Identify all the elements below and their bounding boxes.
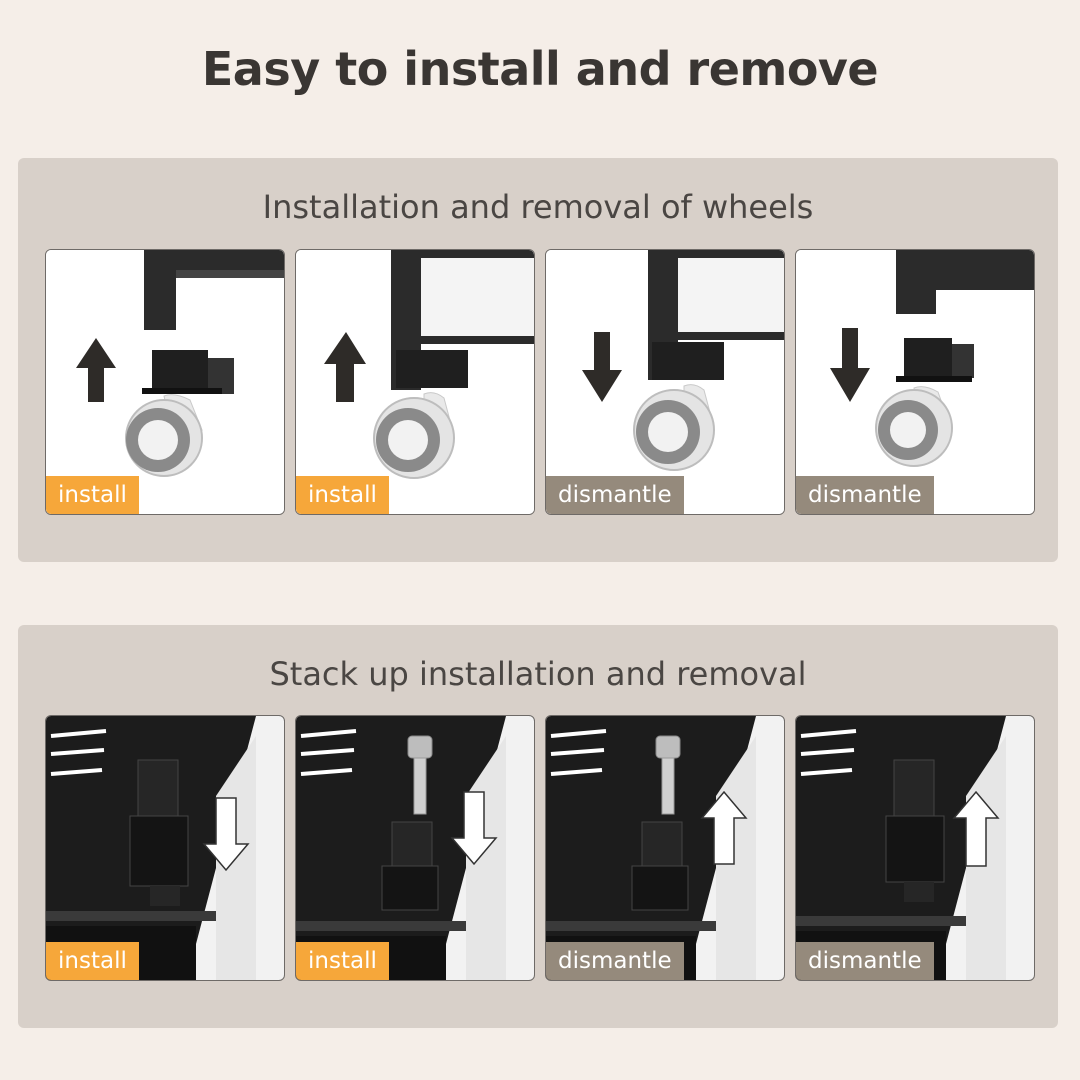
- main-title: Easy to install and remove: [201, 42, 879, 96]
- wheel-dismantle-step-1-card: dismantle: [545, 249, 785, 515]
- dismantle-tag: dismantle: [796, 476, 934, 514]
- install-tag: install: [46, 942, 139, 980]
- screw-icon: [655, 735, 681, 815]
- wheels-section: Installation and removal of wheels insta…: [18, 158, 1058, 562]
- screw-icon: [407, 735, 433, 815]
- stack-install-step-2-card: install: [295, 715, 535, 981]
- up-arrow-icon: [952, 790, 1000, 867]
- stack-install-step-1-card: install: [45, 715, 285, 981]
- up-arrow-icon: [76, 338, 116, 402]
- wheel-install-illustration: [296, 250, 534, 514]
- down-arrow-icon: [582, 332, 622, 402]
- down-arrow-icon: [202, 797, 250, 872]
- stack-section: Stack up installation and removal instal…: [18, 625, 1058, 1028]
- stack-dismantle-step-2-card: dismantle: [795, 715, 1035, 981]
- install-tag: install: [46, 476, 139, 514]
- up-arrow-icon: [700, 790, 748, 865]
- install-tag: install: [296, 942, 389, 980]
- stack-section-heading: Stack up installation and removal: [269, 655, 807, 693]
- dismantle-tag: dismantle: [796, 942, 934, 980]
- install-tag: install: [296, 476, 389, 514]
- stack-install-illustration: [46, 716, 284, 980]
- dismantle-tag: dismantle: [546, 942, 684, 980]
- stack-install-illustration: [296, 716, 534, 980]
- dismantle-tag: dismantle: [546, 476, 684, 514]
- wheel-dismantle-step-2-card: dismantle: [795, 249, 1035, 515]
- wheel-dismantle-illustration: [796, 250, 1034, 514]
- wheels-section-heading: Installation and removal of wheels: [262, 188, 814, 226]
- down-arrow-icon: [450, 791, 498, 866]
- wheel-dismantle-illustration: [546, 250, 784, 514]
- stack-dismantle-illustration: [796, 716, 1034, 980]
- wheel-install-step-1-card: install: [45, 249, 285, 515]
- wheel-install-illustration: [46, 250, 284, 514]
- up-arrow-icon: [324, 332, 366, 402]
- wheel-install-step-2-card: install: [295, 249, 535, 515]
- stack-dismantle-step-1-card: dismantle: [545, 715, 785, 981]
- down-arrow-icon: [830, 328, 870, 402]
